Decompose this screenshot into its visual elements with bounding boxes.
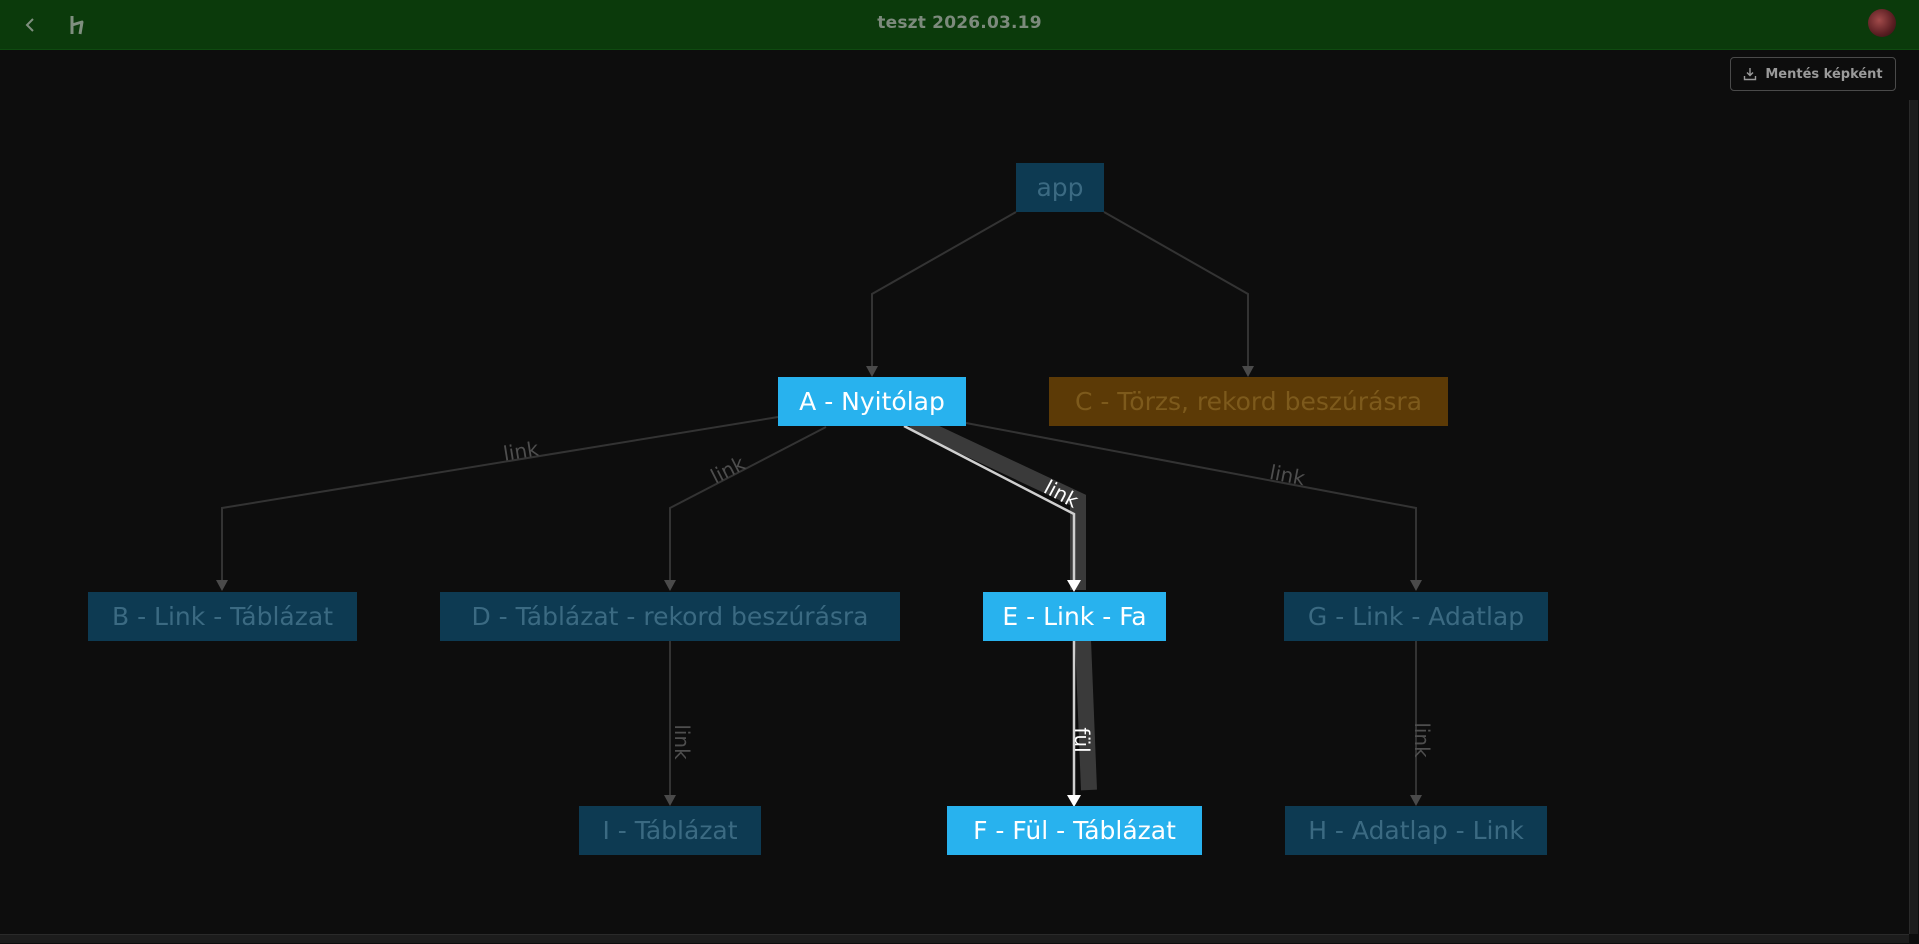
node-e-link-fa[interactable]: E - Link - Fa	[983, 592, 1166, 641]
edge-app-c-arrow	[1242, 366, 1254, 377]
edge-a-d-arrow	[664, 580, 676, 591]
edge-a-d	[670, 427, 826, 585]
node-g-link-adatlap[interactable]: G - Link - Adatlap	[1284, 592, 1548, 641]
node-b-link-tablazat[interactable]: B - Link - Táblázat	[88, 592, 357, 641]
edge-label-e-f: fül	[1070, 727, 1094, 752]
edge-app-a	[872, 212, 1016, 371]
node-h-adatlap-link[interactable]: H - Adatlap - Link	[1285, 806, 1547, 855]
edge-label-a-d: link	[707, 451, 750, 489]
edge-label-d-i: link	[670, 724, 694, 760]
node-i-tablazat[interactable]: I - Táblázat	[579, 806, 761, 855]
edge-label-g-h: link	[1410, 722, 1434, 758]
vertical-scrollbar[interactable]	[1909, 100, 1918, 934]
node-f-ful-tablazat[interactable]: F - Fül - Táblázat	[947, 806, 1202, 855]
edge-label-a-b: link	[502, 436, 541, 465]
edge-e-f-glow	[1083, 640, 1089, 790]
edge-app-c	[1104, 212, 1248, 371]
edge-a-b	[222, 417, 778, 585]
edge-g-h-arrow	[1410, 795, 1422, 806]
node-app[interactable]: app	[1016, 163, 1104, 212]
node-c-torzs[interactable]: C - Törzs, rekord beszúrásra	[1049, 377, 1448, 426]
horizontal-scrollbar[interactable]	[0, 934, 1909, 943]
edge-a-e-glow	[912, 422, 1078, 590]
node-a-nyitolap[interactable]: A - Nyitólap	[778, 377, 966, 426]
edge-d-i-arrow	[664, 795, 676, 806]
edge-a-g-arrow	[1410, 580, 1422, 591]
edge-label-a-g: link	[1268, 460, 1308, 490]
edge-a-g	[966, 423, 1416, 585]
edge-a-b-arrow	[216, 580, 228, 591]
node-d-tablazat-rekord[interactable]: D - Táblázat - rekord beszúrásra	[440, 592, 900, 641]
edge-app-a-arrow	[866, 366, 878, 377]
